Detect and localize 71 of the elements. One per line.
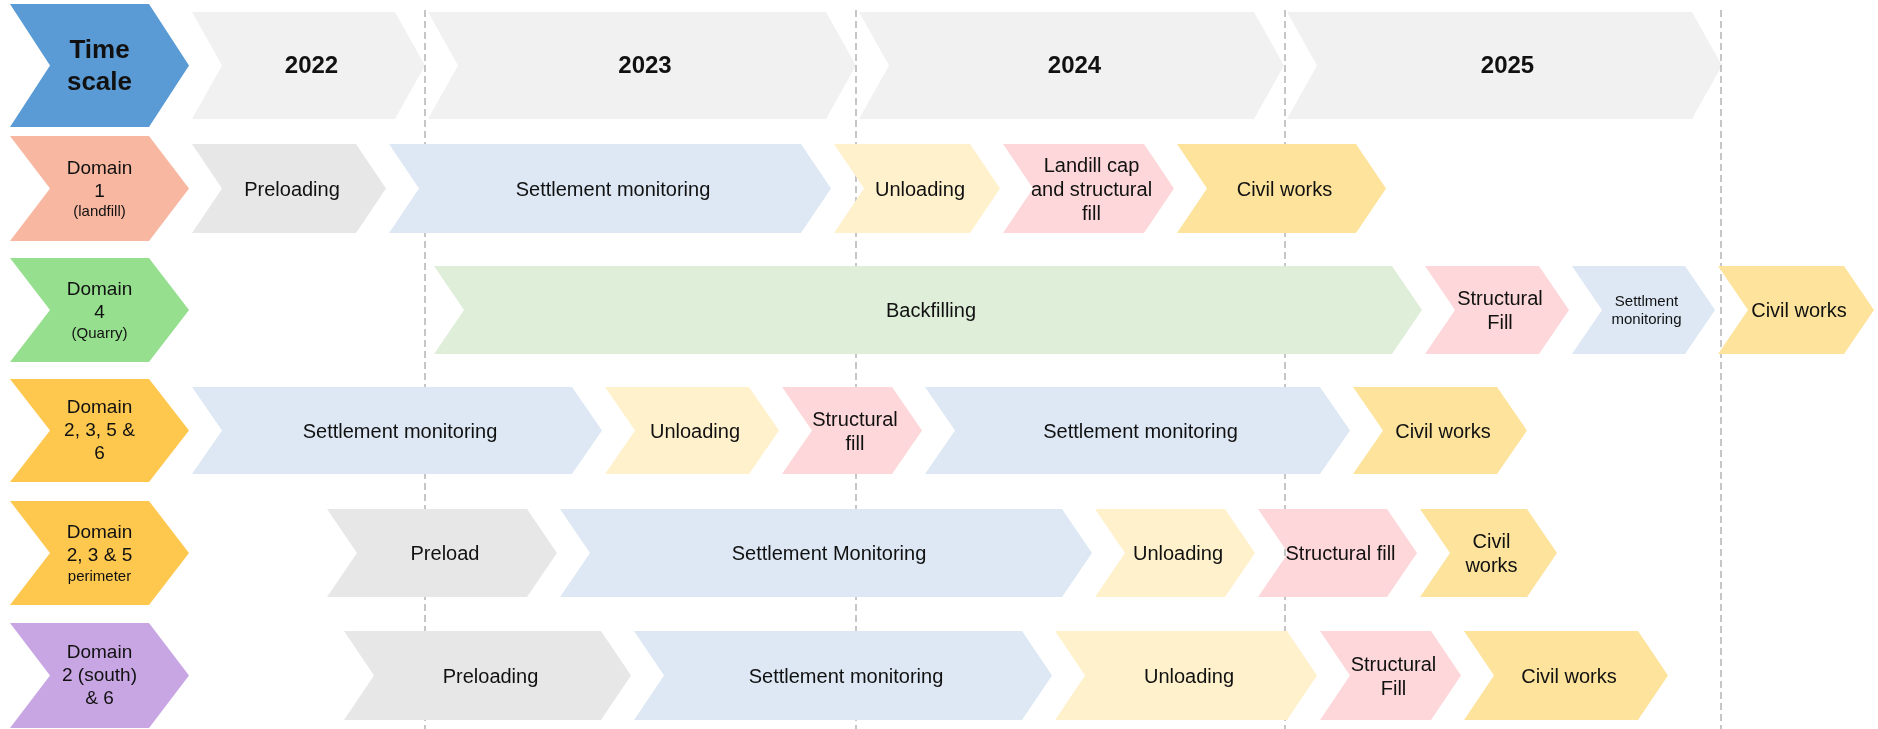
phase-band — [1177, 144, 1386, 233]
phase-band — [192, 144, 386, 233]
phase-label: Civil works — [1395, 418, 1491, 443]
phase-band — [1095, 509, 1255, 597]
year-label: 2022 — [284, 51, 339, 80]
phase-band — [1420, 509, 1557, 597]
domain-label: Time scale — [65, 34, 134, 97]
phase-label: Unloading — [1132, 541, 1224, 565]
domain-tab — [10, 623, 189, 728]
phase-band — [327, 509, 557, 597]
phase-band — [1003, 144, 1174, 233]
year-band — [859, 12, 1284, 119]
domain-label: Domain 2, 3 & 5 — [65, 521, 134, 567]
domain-tab — [10, 136, 189, 241]
phase-label: Structural fill — [811, 406, 899, 455]
phase-band — [434, 266, 1422, 354]
phase-label: Structural fill — [1285, 541, 1396, 565]
domain-tab — [10, 379, 189, 482]
domain-label: perimeter — [67, 566, 132, 585]
phase-label: Civil works — [1236, 176, 1333, 201]
year-band — [192, 12, 425, 119]
phase-label: Settlement monitoring — [515, 176, 711, 201]
phase-label: Civil works — [1521, 663, 1617, 688]
year-label: 2023 — [618, 51, 672, 80]
year-band — [1287, 12, 1722, 119]
phase-label: Settlement monitoring — [1043, 418, 1238, 443]
phase-label: Landill cap and structural fill — [1029, 152, 1154, 225]
phase-label: Preloading — [244, 176, 340, 201]
phase-band — [1572, 266, 1715, 354]
phase-label: Settlement monitoring — [302, 418, 498, 443]
domain-label: Domain 1 — [65, 156, 134, 203]
phase-band — [1258, 509, 1417, 597]
phase-band — [1425, 266, 1569, 354]
domain-label: Domain 2, 3, 5 & 6 — [63, 396, 136, 465]
domain-tab — [10, 258, 189, 362]
domain-label: (Quarry) — [71, 323, 128, 342]
phase-band — [605, 387, 779, 474]
phase-label: Structural Fill — [1456, 286, 1544, 334]
phase-band — [1718, 266, 1874, 354]
domain-label: (landfill) — [73, 202, 126, 221]
domain-tab — [10, 4, 189, 127]
year-band — [428, 12, 856, 119]
phase-band — [1464, 631, 1668, 720]
phase-band — [634, 631, 1052, 720]
phase-label: Unloading — [874, 176, 966, 201]
phase-label: Civil works — [1751, 298, 1847, 322]
domain-label: Domain 4 — [65, 278, 134, 324]
phase-band — [560, 509, 1092, 597]
phase-label: Settlement monitoring — [748, 663, 944, 688]
phase-label: Preloading — [442, 663, 539, 688]
phase-label: Structural Fill — [1349, 651, 1438, 700]
phase-label: Civil works — [1464, 529, 1519, 577]
phase-label: Settlement Monitoring — [731, 541, 927, 565]
phase-band — [389, 144, 831, 233]
phase-label: Preload — [410, 541, 480, 565]
phase-band — [1320, 631, 1461, 720]
phase-band — [834, 144, 1000, 233]
phase-band — [192, 387, 602, 474]
phase-label: Unloading — [1143, 663, 1235, 688]
phase-label: Settlment monitoring — [1610, 292, 1683, 328]
phase-label: Unloading — [649, 418, 741, 443]
phase-band — [782, 387, 922, 474]
phase-band — [344, 631, 631, 720]
domain-label: Domain 2 (south) & 6 — [61, 641, 138, 710]
domain-tab — [10, 501, 189, 605]
phase-band — [925, 387, 1350, 474]
phase-label: Backfilling — [885, 298, 976, 322]
phase-band — [1353, 387, 1527, 474]
phase-band — [1055, 631, 1317, 720]
year-label: 2025 — [1480, 51, 1535, 80]
year-label: 2024 — [1047, 51, 1102, 80]
